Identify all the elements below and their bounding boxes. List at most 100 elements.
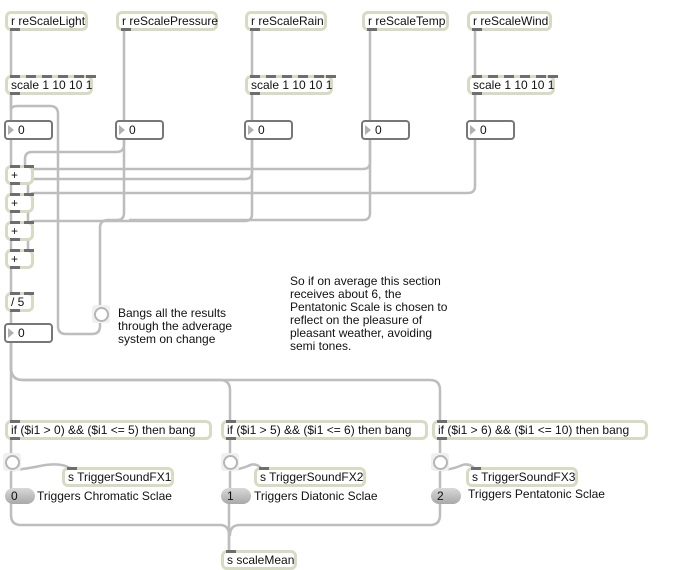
message-diatonic[interactable]: 1 — [221, 488, 251, 504]
number-pressure-value: 0 — [129, 123, 136, 137]
inlet[interactable] — [24, 165, 34, 168]
inlet[interactable] — [10, 165, 20, 168]
inlet[interactable] — [226, 420, 236, 423]
inlet[interactable] — [42, 75, 52, 78]
number-temp-value: 0 — [375, 123, 382, 137]
number-rain-value: 0 — [258, 123, 265, 137]
number-average[interactable]: 0 — [4, 323, 53, 343]
inlet[interactable] — [24, 221, 34, 224]
outlet[interactable] — [367, 28, 377, 31]
receive-wind[interactable]: r reScaleWind — [467, 11, 552, 31]
outlet[interactable] — [10, 238, 20, 241]
outlet[interactable] — [472, 28, 482, 31]
condition-diatonic[interactable]: if ($i1 > 5) && ($i1 <= 6) then bang — [221, 420, 428, 440]
outlet[interactable] — [250, 28, 260, 31]
inlet[interactable] — [10, 221, 20, 224]
outlet[interactable] — [226, 437, 236, 440]
inlet[interactable] — [437, 420, 447, 423]
outlet[interactable] — [10, 266, 20, 269]
outlet[interactable] — [10, 182, 20, 185]
number-arrow-icon — [248, 125, 254, 135]
inlet[interactable] — [10, 249, 20, 252]
inlet[interactable] — [488, 75, 498, 78]
add-3[interactable]: + — [5, 221, 34, 241]
bang-comment: Bangs all the results through the advera… — [118, 306, 233, 346]
scale-wind[interactable]: scale 1 10 10 1 — [467, 75, 558, 95]
recalc-bang-button[interactable] — [92, 305, 110, 323]
add-4[interactable]: + — [5, 249, 34, 269]
send-scale-mean[interactable]: s scaleMean — [221, 550, 297, 570]
receive-temp[interactable]: r reScaleTemp — [362, 11, 449, 31]
inlet[interactable] — [24, 249, 34, 252]
inlet[interactable] — [250, 75, 260, 78]
inlet[interactable] — [536, 75, 546, 78]
number-pressure[interactable]: 0 — [115, 120, 164, 140]
inlet[interactable] — [24, 193, 34, 196]
inlet[interactable] — [74, 75, 84, 78]
condition-chromatic[interactable]: if ($i1 > 0) && ($i1 <= 5) then bang — [5, 420, 212, 440]
cord-num4-add2 — [128, 136, 372, 222]
add-3-label: + — [11, 224, 19, 238]
outlet[interactable] — [10, 28, 20, 31]
message-pentatonic-value: 2 — [437, 489, 444, 503]
inlet[interactable] — [67, 467, 77, 470]
inlet[interactable] — [314, 75, 324, 78]
receive-light-label: r reScaleLight — [11, 14, 86, 28]
add-1[interactable]: + — [5, 165, 34, 185]
inlet[interactable] — [259, 467, 269, 470]
add-2[interactable]: + — [5, 193, 34, 213]
send-fx1[interactable]: s TriggerSoundFX1 — [62, 467, 174, 487]
inlet[interactable] — [298, 75, 308, 78]
outlet[interactable] — [472, 92, 482, 95]
send-fx2[interactable]: s TriggerSoundFX2 — [254, 467, 366, 487]
inlet[interactable] — [472, 75, 482, 78]
inlet[interactable] — [504, 75, 514, 78]
outlet[interactable] — [250, 92, 260, 95]
outlet[interactable] — [10, 92, 20, 95]
condition-pentatonic[interactable]: if ($i1 > 6) && ($i1 <= 10) then bang — [432, 420, 648, 440]
message-pentatonic[interactable]: 2 — [431, 488, 461, 504]
bang-chromatic-button[interactable] — [3, 453, 21, 471]
bang-pentatonic-button[interactable] — [431, 453, 449, 471]
number-arrow-icon — [365, 125, 371, 135]
scale-rain[interactable]: scale 1 10 10 1 — [245, 75, 336, 95]
outlet[interactable] — [437, 437, 447, 440]
inlet[interactable] — [58, 75, 68, 78]
inlet[interactable] — [10, 75, 20, 78]
inlet[interactable] — [548, 75, 558, 78]
receive-light[interactable]: r reScaleLight — [5, 11, 88, 31]
inlet[interactable] — [26, 75, 36, 78]
outlet[interactable] — [121, 28, 131, 31]
inlet[interactable] — [226, 550, 236, 553]
number-temp[interactable]: 0 — [361, 120, 410, 140]
message-chromatic[interactable]: 0 — [5, 488, 35, 504]
inlet[interactable] — [10, 420, 20, 423]
number-rain[interactable]: 0 — [244, 120, 293, 140]
scale-light[interactable]: scale 1 10 10 1 — [5, 75, 96, 95]
inlet[interactable] — [520, 75, 530, 78]
inlet[interactable] — [24, 292, 34, 295]
divide-object[interactable]: / 5 — [5, 292, 34, 312]
inlet[interactable] — [326, 75, 336, 78]
inlet[interactable] — [266, 75, 276, 78]
inlet[interactable] — [10, 193, 20, 196]
number-arrow-icon — [119, 125, 125, 135]
inlet[interactable] — [282, 75, 292, 78]
number-wind[interactable]: 0 — [466, 120, 515, 140]
inlet[interactable] — [86, 75, 96, 78]
scale-rain-label: scale 1 10 10 1 — [251, 78, 333, 92]
outlet[interactable] — [10, 309, 20, 312]
send-scale-mean-label: s scaleMean — [227, 553, 295, 567]
outlet[interactable] — [10, 437, 20, 440]
inlet[interactable] — [471, 467, 481, 470]
receive-pressure[interactable]: r reScalePressure — [116, 11, 218, 31]
comment-diatonic: Triggers Diatonic Sclae — [254, 489, 378, 503]
outlet[interactable] — [10, 210, 20, 213]
cord-avg-cond3 — [9, 339, 442, 422]
receive-rain[interactable]: r reScaleRain — [245, 11, 327, 31]
number-light[interactable]: 0 — [4, 120, 53, 140]
inlet[interactable] — [10, 292, 20, 295]
bang-diatonic-button[interactable] — [221, 453, 239, 471]
send-fx3[interactable]: s TriggerSoundFX3 — [466, 467, 578, 487]
cord-num4-add — [26, 136, 372, 178]
